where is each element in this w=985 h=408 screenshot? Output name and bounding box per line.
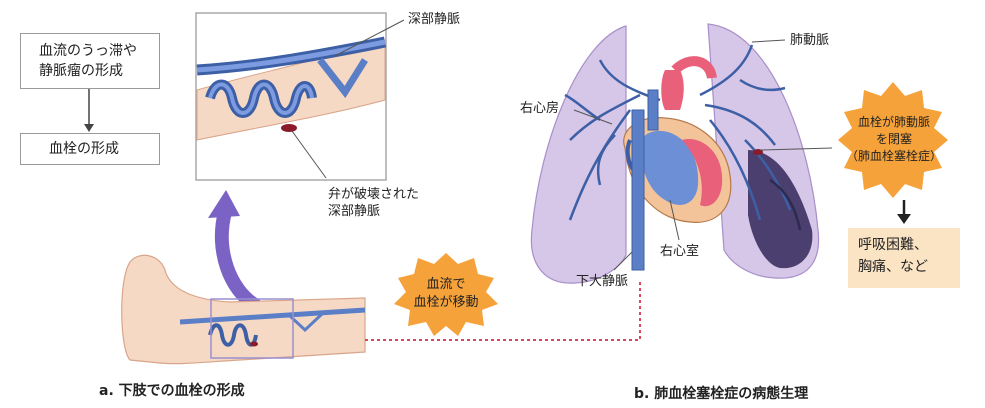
burst-occlusion-line3: （肺血栓塞栓症） — [840, 148, 948, 165]
burst-clot-moving-line1: 血流で — [404, 276, 488, 294]
result-arrowhead — [897, 214, 911, 224]
flow-box-stasis: 血流のうっ滞や 静脈瘤の形成 — [20, 33, 160, 89]
leader-pulmonary-artery — [752, 40, 785, 42]
burst-clot-moving-line2: 血栓が移動 — [404, 294, 488, 312]
flow-box-thrombus-label: 血栓の形成 — [49, 141, 119, 157]
caption-a: a. 下肢での血栓の形成 — [99, 380, 245, 400]
label-right-atrium: 右心房 — [520, 100, 559, 117]
label-broken-valve-line2: 深部静脈 — [328, 203, 419, 220]
label-deep-vein: 深部静脈 — [408, 11, 460, 28]
zoom-panel — [196, 13, 404, 180]
caption-b: b. 肺血栓塞栓症の病態生理 — [634, 383, 808, 403]
flow-box-stasis-line2: 静脈瘤の形成 — [39, 61, 159, 81]
result-line1: 呼吸困難、 — [858, 234, 950, 256]
upward-arrow — [208, 190, 255, 305]
label-ivc: 下大静脈 — [576, 273, 628, 290]
clot-zoom — [281, 124, 297, 132]
flow-box-thrombus: 血栓の形成 — [20, 133, 160, 165]
label-broken-valve-line1: 弁が破壊された — [328, 186, 419, 203]
label-broken-valve: 弁が破壊された 深部静脈 — [328, 186, 419, 220]
leg-illustration — [122, 255, 365, 363]
result-line2: 胸痛、など — [858, 256, 950, 278]
burst-clot-moving-text: 血流で 血栓が移動 — [404, 276, 488, 312]
label-pulmonary-artery: 肺動脈 — [790, 32, 829, 49]
burst-occlusion-text: 血栓が肺動脈 を閉塞 （肺血栓塞栓症） — [840, 114, 948, 165]
flow-arrowhead-a — [84, 124, 94, 132]
result-box: 呼吸困難、 胸痛、など — [848, 228, 960, 288]
flow-box-stasis-line1: 血流のうっ滞や — [39, 41, 159, 61]
burst-occlusion-line1: 血栓が肺動脈 — [840, 114, 948, 131]
burst-occlusion-line2: を閉塞 — [840, 131, 948, 148]
label-right-ventricle: 右心室 — [660, 243, 699, 260]
